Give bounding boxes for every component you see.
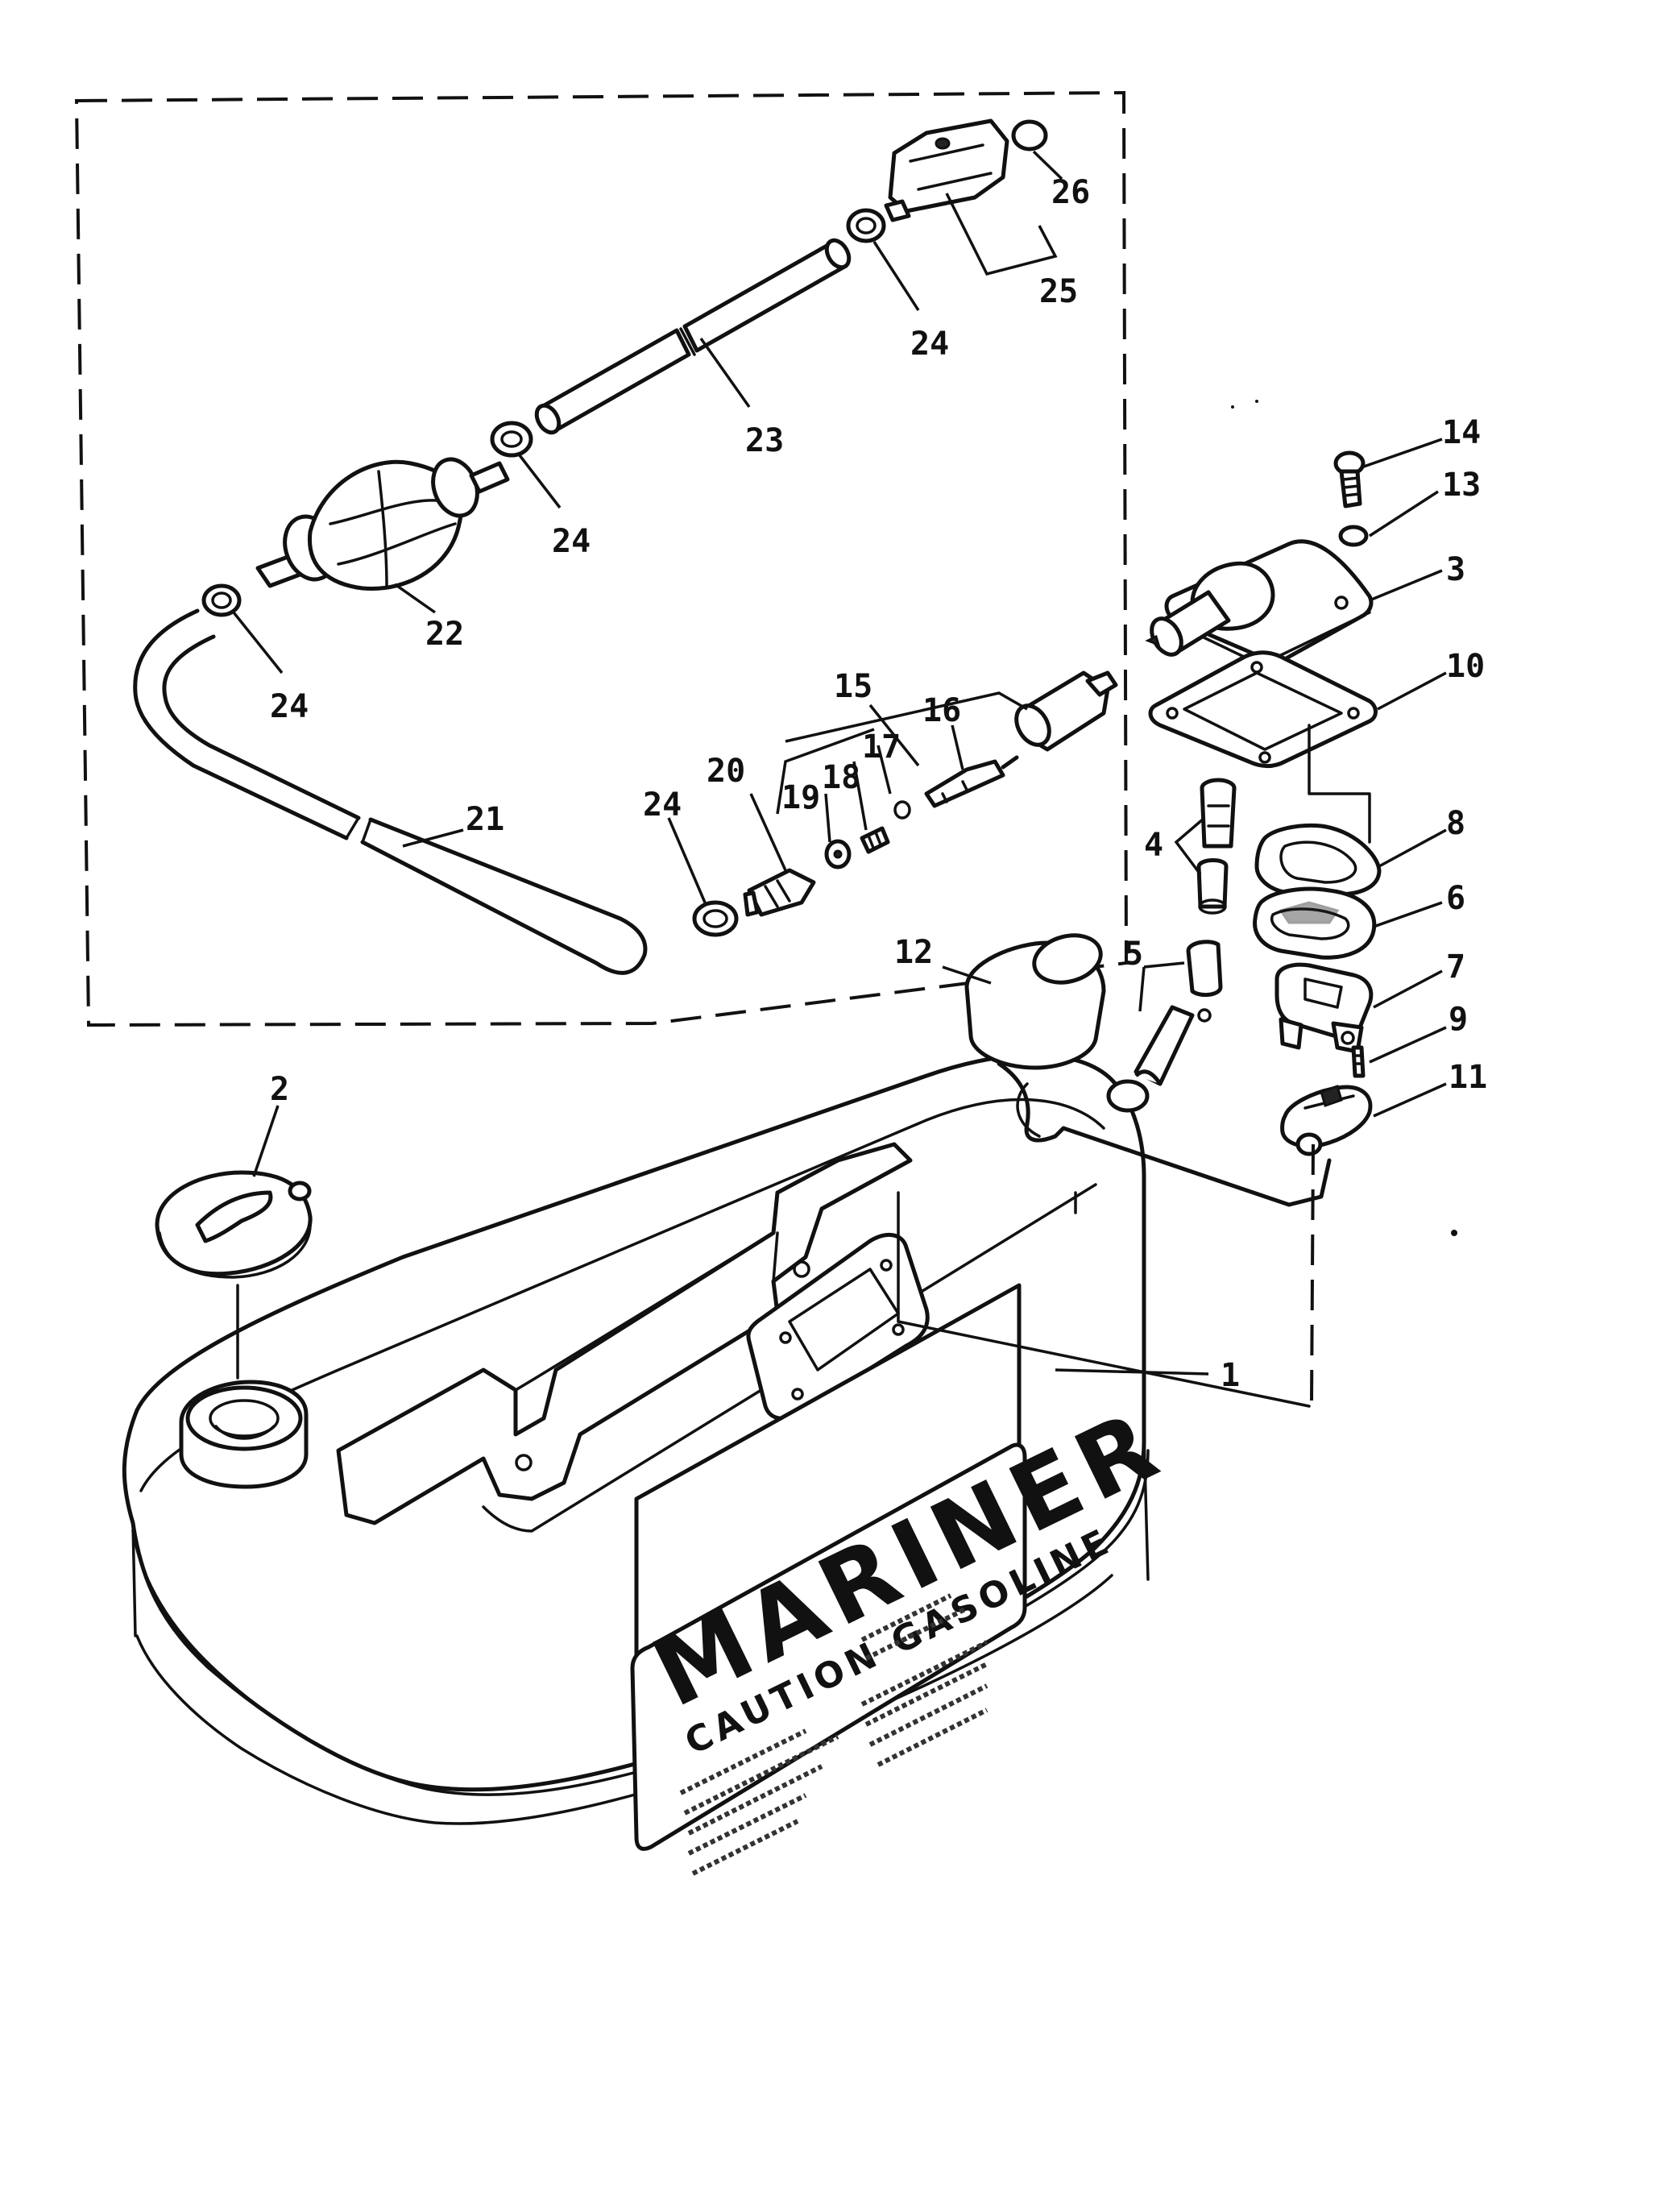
hose-clamp-24-upper	[846, 208, 886, 243]
primer-bulb-22	[255, 457, 510, 591]
stray-mark	[1255, 400, 1258, 403]
callout-26: 26	[1051, 174, 1090, 211]
stray-mark	[1231, 405, 1234, 409]
callout-19: 19	[781, 779, 820, 816]
screw-14	[1333, 450, 1366, 508]
tank-alignment-line	[897, 1320, 1311, 1408]
screw-9	[1351, 1045, 1366, 1078]
grommet-6	[1253, 886, 1377, 960]
pickup-tube-4	[1196, 778, 1237, 915]
callout-24-lower: 24	[643, 786, 682, 824]
washer-13	[1338, 525, 1369, 547]
o-ring-26	[1011, 119, 1048, 151]
callout-6: 6	[1446, 880, 1465, 917]
o-ring-17	[893, 800, 911, 820]
sender-unit-11	[1280, 1085, 1373, 1156]
float-wire	[997, 1061, 1332, 1207]
callout-2: 2	[270, 1071, 289, 1108]
spring-18	[860, 826, 890, 854]
callout-5: 5	[1124, 936, 1143, 973]
callout-20: 20	[707, 753, 745, 790]
clamp-24-lower	[692, 900, 739, 937]
callout-24-left: 24	[270, 688, 309, 725]
tank-carry-handle	[336, 1142, 913, 1525]
callout-numbers: 1 2 3 4 5 6 7 8 9 10 11 12 13 14 15 16 1…	[270, 174, 1487, 1394]
washer-19	[824, 839, 852, 869]
sender-alignment-line	[1308, 724, 1371, 844]
float-arm-5	[1106, 940, 1223, 1113]
callout-14: 14	[1442, 414, 1481, 451]
engine-connector-25	[884, 118, 1009, 222]
callout-22: 22	[425, 616, 464, 653]
filler-neck	[179, 1380, 309, 1489]
tank-decal	[630, 1283, 1027, 1851]
float-wire-hook	[1016, 1082, 1041, 1138]
callout-9: 9	[1449, 1001, 1468, 1038]
callout-4: 4	[1144, 827, 1163, 864]
gasket-8	[1254, 823, 1382, 897]
fuel-hose-23	[534, 238, 852, 435]
gasket-10	[1148, 650, 1378, 769]
callout-8: 8	[1446, 805, 1465, 842]
callout-3: 3	[1446, 551, 1465, 588]
callout-15: 15	[834, 668, 872, 705]
callout-16: 16	[922, 692, 961, 729]
float-12	[964, 933, 1106, 1070]
tank-fitting-15	[1014, 670, 1118, 752]
callout-leaders	[232, 150, 1447, 1376]
callout-7: 7	[1446, 948, 1465, 986]
hose-clamp-24-left	[201, 583, 242, 617]
fitting-20	[743, 868, 816, 917]
callout-24-mid: 24	[552, 523, 591, 560]
callout-13: 13	[1442, 467, 1481, 504]
callout-21: 21	[466, 801, 504, 838]
check-valve-16	[924, 755, 1019, 808]
decal-fine-print	[679, 1593, 988, 1876]
callout-17: 17	[862, 728, 901, 766]
callout-25: 25	[1039, 273, 1078, 310]
fuel-outlet-fitting-3	[1145, 539, 1374, 666]
fuel-cap-2	[155, 1170, 313, 1279]
callout-1: 1	[1221, 1357, 1240, 1394]
sender-bracket-7	[1274, 962, 1374, 1054]
callout-11: 11	[1449, 1059, 1487, 1096]
callout-23: 23	[745, 422, 784, 459]
stray-mark	[1451, 1230, 1457, 1236]
callout-18: 18	[822, 759, 860, 796]
hose-clamp-24-middle	[490, 421, 533, 458]
callout-12: 12	[894, 934, 933, 971]
fuel-line-assembly-boundary	[74, 90, 1129, 1027]
fuel-hose-21	[133, 608, 648, 975]
callout-10: 10	[1446, 648, 1485, 685]
sender-alignment-dash	[1310, 1143, 1315, 1403]
callout-24-upper: 24	[910, 326, 949, 363]
